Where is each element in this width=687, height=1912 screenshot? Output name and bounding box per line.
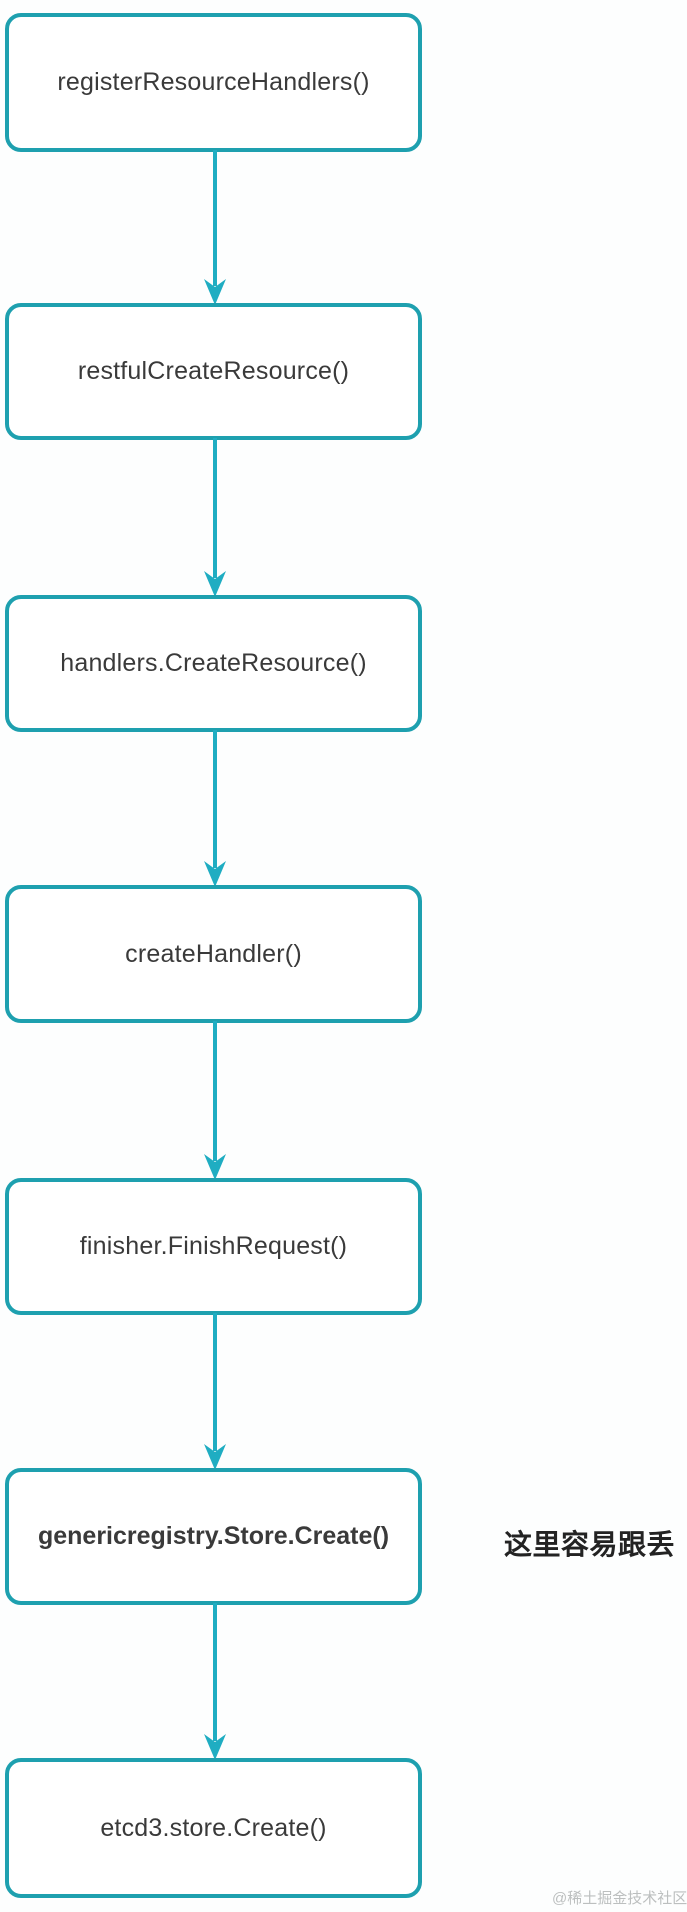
arrow-line [212, 730, 218, 868]
flow-node-label: genericregistry.Store.Create() [37, 1522, 390, 1550]
flow-node-label: handlers.CreateResource() [60, 649, 367, 677]
flow-node-etcd3-store-Create: etcd3.store.Create() [5, 1758, 422, 1898]
arrow-line [212, 438, 218, 578]
arrow-line [212, 150, 218, 286]
flow-node-registerResourceHandlers: registerResourceHandlers() [5, 13, 422, 152]
flow-node-label: finisher.FinishRequest() [79, 1232, 348, 1260]
arrow-down-icon [204, 1154, 226, 1180]
arrow-connector [203, 730, 227, 887]
arrow-down-icon [204, 1444, 226, 1470]
arrow-connector [203, 1313, 227, 1470]
arrow-connector [203, 438, 227, 597]
flow-node-label: etcd3.store.Create() [100, 1813, 327, 1842]
flow-node-label: registerResourceHandlers() [57, 68, 370, 96]
flow-node-handlers-CreateResource: handlers.CreateResource() [5, 595, 422, 732]
arrow-line [212, 1313, 218, 1451]
arrow-connector [203, 150, 227, 305]
side-annotation: 这里容易跟丢 [504, 1529, 676, 1560]
flow-node-label: restfulCreateResource() [77, 357, 350, 385]
arrow-down-icon [204, 1734, 226, 1760]
flow-node-createHandler: createHandler() [5, 885, 422, 1023]
flow-node-restfulCreateResource: restfulCreateResource() [5, 303, 422, 440]
arrow-line [212, 1603, 218, 1741]
arrow-down-icon [204, 279, 226, 305]
flow-node-label: createHandler() [125, 939, 302, 968]
arrow-connector [203, 1603, 227, 1760]
watermark-text: @稀土掘金技术社区 [552, 1890, 687, 1907]
arrow-line [212, 1021, 218, 1161]
flow-node-genericregistry-Store-Create: genericregistry.Store.Create() [5, 1468, 422, 1605]
flow-node-finisher-FinishRequest: finisher.FinishRequest() [5, 1178, 422, 1315]
arrow-down-icon [204, 861, 226, 887]
arrow-down-icon [204, 571, 226, 597]
arrow-connector [203, 1021, 227, 1180]
